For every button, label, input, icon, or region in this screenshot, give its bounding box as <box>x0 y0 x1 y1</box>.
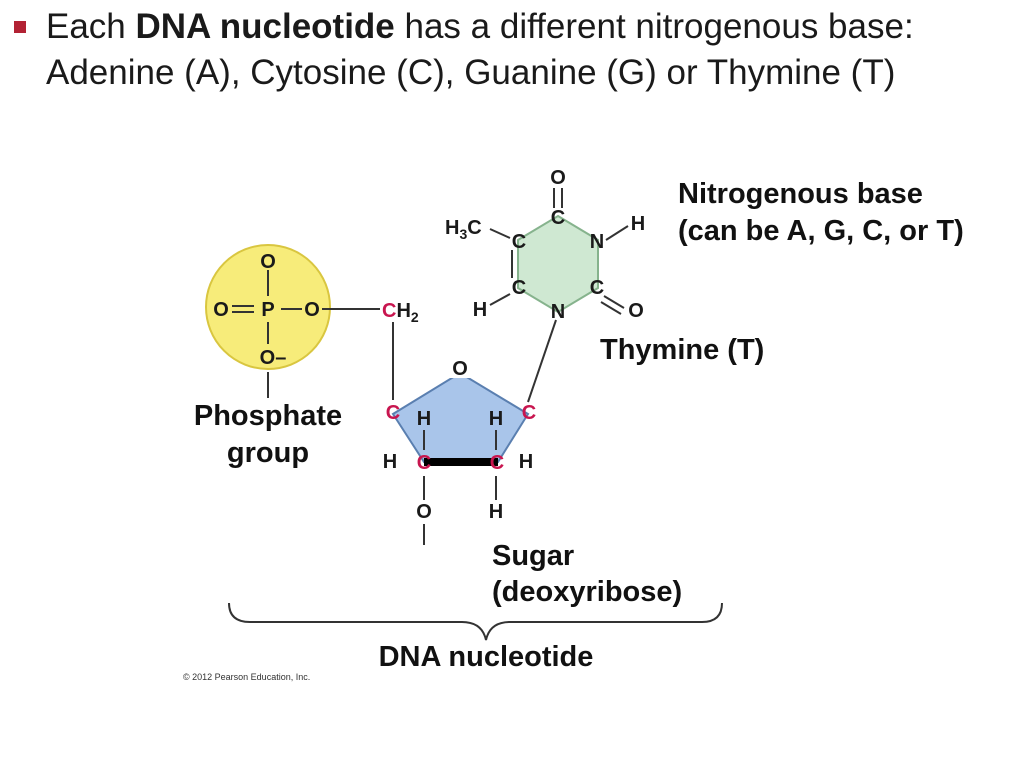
base-hexagon <box>518 216 598 312</box>
atom-base-n-bottom: N <box>551 301 565 323</box>
atom-o-right: O <box>304 299 320 321</box>
bond-n-h <box>605 225 629 241</box>
base-label-line1: Nitrogenous base <box>678 178 923 210</box>
atom-base-c-left-upper: C <box>512 231 526 253</box>
atom-h3c: H3C <box>445 217 482 242</box>
atom-base-h-right: H <box>631 213 645 235</box>
copyright-notice: © 2012 Pearson Education, Inc. <box>183 672 310 682</box>
bullet-text: Each DNA nucleotide has a different nitr… <box>46 4 1004 96</box>
bond-base-co-right-2 <box>600 301 622 315</box>
phosphate-circle <box>205 244 331 370</box>
atom-h-c3-left: H <box>383 451 397 473</box>
bullet-square-icon <box>14 21 26 33</box>
bullet-text-prefix: Each <box>46 7 136 46</box>
thymine-label: Thymine (T) <box>600 334 764 366</box>
base-hexagon-outline <box>517 214 599 314</box>
base-label-line2: (can be A, G, C, or T) <box>678 215 964 247</box>
nucleotide-label: DNA nucleotide <box>379 641 594 673</box>
atom-base-c-right-lower: C <box>590 277 604 299</box>
sugar-o-backdrop <box>449 356 471 378</box>
atom-h-c2-bottom: H <box>489 501 503 523</box>
atom-h-c1: H <box>489 408 503 430</box>
sugar-label-line2: (deoxyribose) <box>492 576 682 608</box>
phosphate-label-line2: group <box>227 437 309 469</box>
phosphate-label-line1: Phosphate <box>194 400 342 432</box>
bond-glycosidic <box>527 319 557 403</box>
atom-h3c-sub: 3 <box>459 226 467 242</box>
atom-ch2-h: H <box>396 300 410 322</box>
nucleotide-brace <box>228 602 723 641</box>
sugar-label-line1: Sugar <box>492 540 574 572</box>
atom-ch2-carbon: C <box>382 300 396 322</box>
atom-base-n-right: N <box>590 231 604 253</box>
atom-sugar-o: O <box>452 358 468 380</box>
atom-o-minus: O– <box>260 347 287 369</box>
bullet-text-suffix: has a different nitrogenous base: Adenin… <box>46 7 914 92</box>
atom-h3c-h: H <box>445 217 459 239</box>
bond-ch3 <box>489 228 511 239</box>
bond-base-co-right-1 <box>603 295 625 309</box>
atom-c3: C <box>417 452 431 474</box>
atom-o-left: O <box>213 299 229 321</box>
atom-base-o-top: O <box>550 167 566 189</box>
atom-p: P <box>261 299 274 321</box>
atom-base-c-top: C <box>551 207 565 229</box>
atom-h-c4: H <box>417 408 431 430</box>
atom-base-c-left-lower: C <box>512 277 526 299</box>
atom-ch2-sub: 2 <box>411 309 419 325</box>
bond-c-h-left <box>489 293 511 306</box>
atom-h-c2-right: H <box>519 451 533 473</box>
atom-h3c-c: C <box>467 217 481 239</box>
atom-c4: C <box>386 402 400 424</box>
atom-base-o-right: O <box>628 300 644 322</box>
atom-o-top: O <box>260 251 276 273</box>
atom-base-h-left: H <box>473 299 487 321</box>
atom-o-3prime: O <box>416 501 432 523</box>
atom-c2: C <box>490 452 504 474</box>
bullet-text-bold: DNA nucleotide <box>135 7 395 46</box>
bullet-point: Each DNA nucleotide has a different nitr… <box>14 4 1004 96</box>
atom-ch2: CH2 <box>382 300 419 325</box>
atom-c1: C <box>522 402 536 424</box>
sugar-pentagon <box>393 373 528 462</box>
